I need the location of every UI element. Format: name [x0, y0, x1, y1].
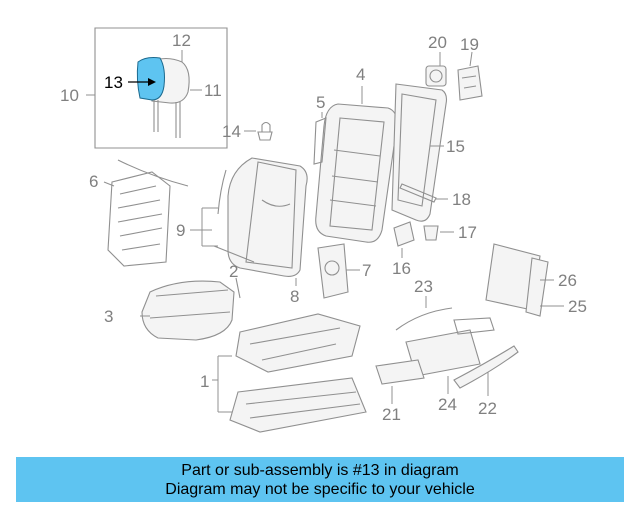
callout-26: 26 — [558, 271, 577, 290]
part-19-bracket — [457, 51, 483, 101]
callout-9: 9 — [176, 221, 185, 240]
part-6-mat — [103, 159, 189, 267]
callout-20: 20 — [428, 33, 447, 52]
callout-5: 5 — [316, 93, 325, 112]
headrest-inset — [86, 27, 228, 149]
callout-1: 1 — [200, 372, 209, 391]
callout-7: 7 — [362, 261, 371, 280]
highlighted-headrest-part[interactable] — [136, 57, 165, 101]
callout-4: 4 — [356, 65, 365, 84]
callout-25: 25 — [568, 297, 587, 316]
part-20-knob — [425, 52, 447, 87]
callout-11: 11 — [204, 81, 222, 100]
part-7-recliner — [317, 243, 360, 299]
callout-17: 17 — [458, 223, 477, 242]
callout-12: 12 — [172, 31, 191, 50]
part-15-back-panel — [391, 83, 448, 222]
callout-6: 6 — [89, 172, 98, 191]
callout-21: 21 — [382, 405, 401, 424]
callout-13: 13 — [104, 73, 123, 92]
callout-24: 24 — [438, 395, 457, 414]
callout-16: 16 — [392, 259, 411, 278]
part-3-seat-cushion — [140, 277, 241, 341]
callout-15: 15 — [446, 137, 465, 156]
part-24-plate — [405, 317, 495, 394]
part-16-latch — [393, 221, 415, 258]
seat-parts-diagram: 1 2 3 4 5 6 7 8 9 10 11 12 13 14 15 16 1… — [60, 27, 587, 433]
part-21-plate — [375, 359, 425, 404]
callout-2: 2 — [229, 262, 238, 281]
banner-line-2: Diagram may not be specific to your vehi… — [165, 480, 475, 498]
info-banner: Part or sub-assembly is #13 in diagram D… — [16, 457, 624, 502]
part-22-trim — [453, 345, 519, 396]
banner-line-1: Part or sub-assembly is #13 in diagram — [181, 461, 459, 479]
callout-14: 14 — [222, 122, 241, 141]
callout-18: 18 — [452, 190, 471, 209]
callout-22: 22 — [478, 399, 497, 418]
callout-3: 3 — [104, 307, 113, 326]
callout-19: 19 — [460, 35, 479, 54]
part-14-clip — [244, 121, 273, 141]
part-9-seat-back — [190, 157, 308, 286]
callout-10: 10 — [60, 86, 79, 105]
part-23-cable — [395, 296, 453, 331]
part-26-panel — [485, 243, 564, 317]
part-18-bolt — [399, 183, 448, 203]
part-4-frame — [315, 86, 398, 243]
callout-8: 8 — [290, 287, 299, 306]
part-5-rod — [313, 112, 327, 165]
part-1-seat-frame — [212, 313, 367, 433]
part-17-clip — [423, 225, 454, 241]
callout-23: 23 — [414, 277, 433, 296]
